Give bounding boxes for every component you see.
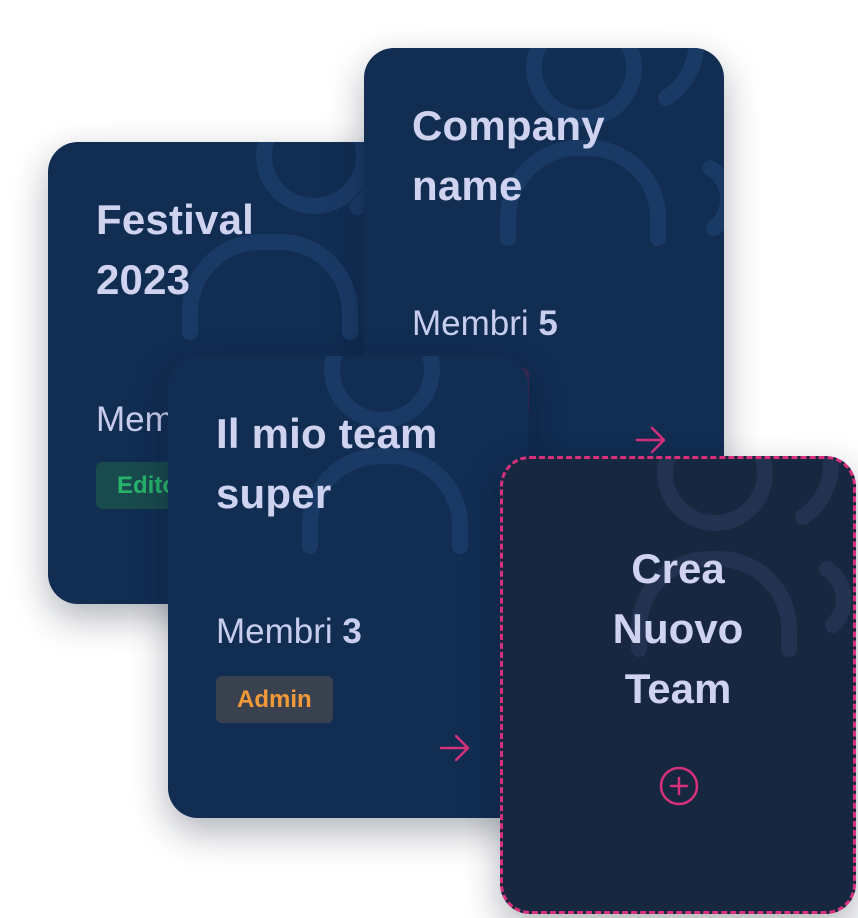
card-title: Company name — [412, 102, 605, 209]
team-card-mio[interactable]: Il mio team super Membri 3 Admin — [168, 356, 528, 818]
members-number: 3 — [342, 612, 362, 651]
members-label: Membri — [216, 612, 333, 651]
members-count: Membri 3 — [216, 612, 362, 652]
card-title: Il mio team super — [216, 410, 438, 517]
plus-circle-icon[interactable] — [658, 765, 700, 807]
arrow-right-icon[interactable] — [438, 733, 472, 763]
arrow-right-icon[interactable] — [634, 425, 668, 455]
card-title: Festival 2023 — [96, 196, 255, 303]
members-label: Membri — [412, 304, 529, 343]
members-count: Membri 5 — [412, 304, 558, 344]
role-badge-admin: Admin — [216, 676, 333, 723]
members-number: 5 — [538, 304, 558, 343]
create-team-title: Crea Nuovo Team — [612, 545, 744, 712]
create-team-card[interactable]: Crea Nuovo Team — [500, 456, 856, 914]
